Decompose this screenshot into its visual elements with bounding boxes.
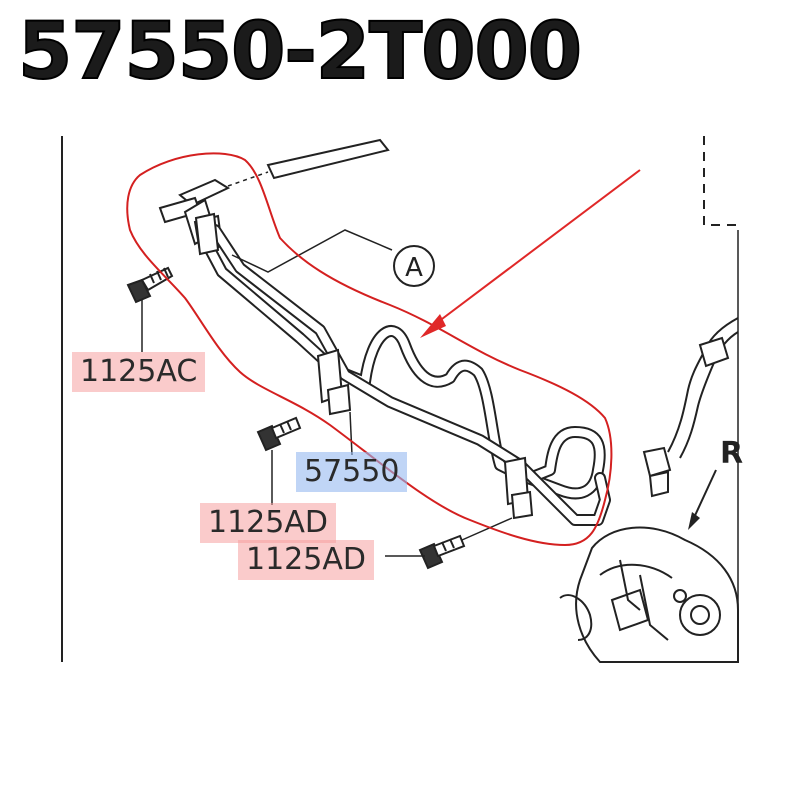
- bolt-1125ac: [126, 266, 174, 304]
- leader-lines: [141, 229, 513, 557]
- pipe-clamp: [194, 212, 534, 520]
- bolt-1125ad-bottom: [418, 534, 466, 570]
- view-callout-letter: A: [405, 253, 423, 283]
- label-1125ad-mid: 1125AD: [200, 503, 336, 543]
- bolt-1125ad-mid: [256, 416, 302, 452]
- callout-circle: [393, 245, 435, 287]
- dashed-boundary: [703, 136, 738, 226]
- label-57550: 57550: [296, 452, 408, 492]
- partial-reference-letter: R: [720, 436, 744, 471]
- part-number-title: 57550-2T000: [17, 6, 583, 98]
- label-1125ad-bottom: 1125AD: [238, 540, 374, 580]
- label-1125ac: 1125AC: [72, 352, 206, 392]
- pump-ref-arrow: [691, 469, 717, 523]
- red-pointer-arrow: [429, 169, 641, 329]
- upper-hose: [178, 138, 390, 207]
- highlight-outline: [126, 152, 613, 547]
- power-steering-pump: [559, 317, 739, 663]
